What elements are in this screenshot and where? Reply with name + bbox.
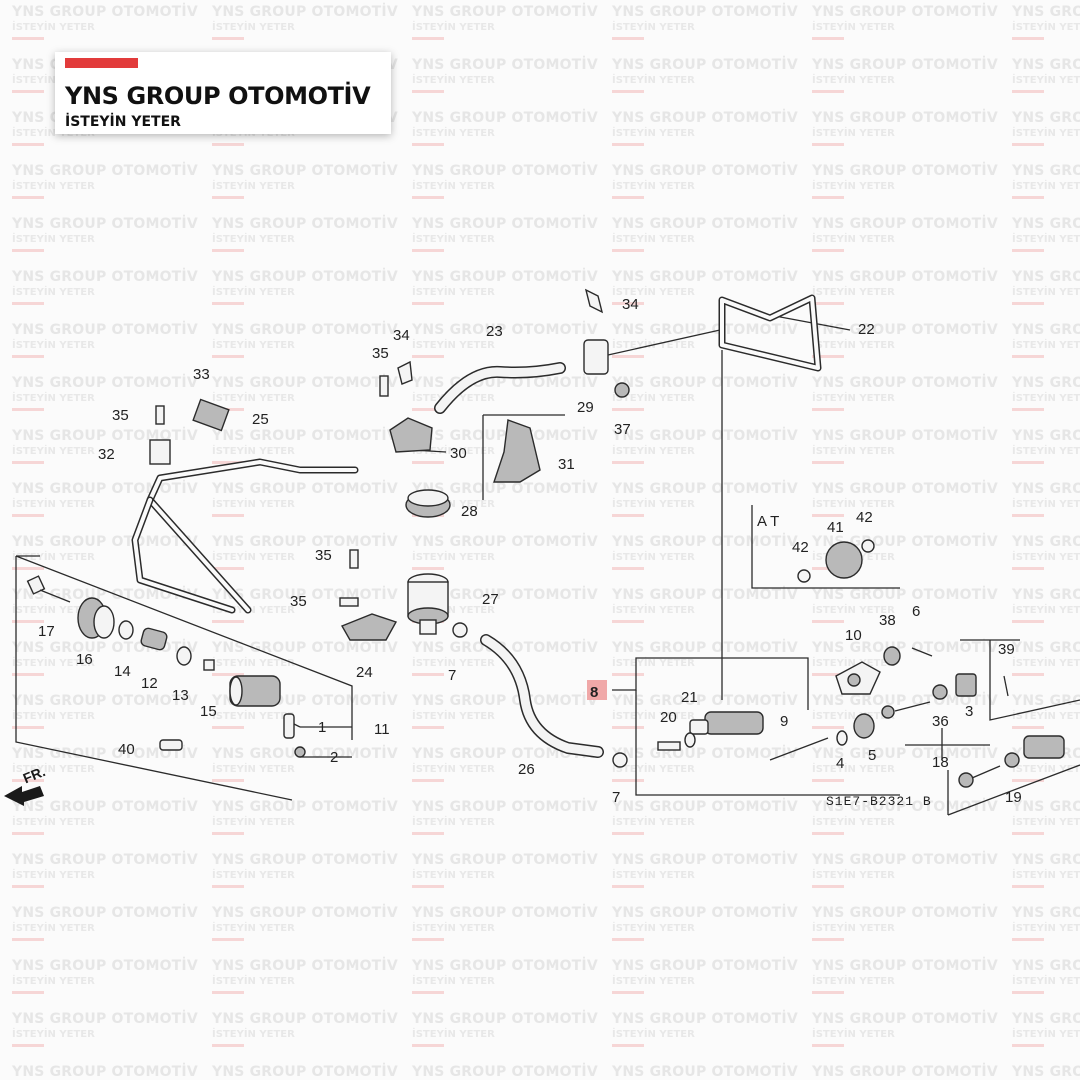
callout-label-29: 29 bbox=[577, 399, 594, 416]
callout-label-7a: 7 bbox=[448, 667, 456, 684]
brand-name: YNS GROUP OTOMOTİV bbox=[65, 82, 371, 110]
highlight-8 bbox=[587, 680, 607, 700]
brand-accent-bar bbox=[65, 58, 138, 68]
brake-pipes bbox=[131, 294, 822, 758]
callout-label-3: 3 bbox=[965, 703, 973, 720]
callout-label-35d: 35 bbox=[290, 593, 307, 610]
callout-label-12: 12 bbox=[141, 675, 158, 692]
brand-card: YNS GROUP OTOMOTİV İSTEYİN YETER bbox=[55, 52, 391, 134]
callout-label-34b: 34 bbox=[622, 296, 639, 313]
callout-label-11: 11 bbox=[374, 721, 390, 738]
callout-label-20: 20 bbox=[660, 709, 677, 726]
callout-label-17: 17 bbox=[38, 623, 55, 640]
callout-label-6: 6 bbox=[912, 603, 920, 620]
callout-label-14: 14 bbox=[114, 663, 131, 680]
callout-label-8: 8 bbox=[590, 684, 598, 701]
callout-label-4: 4 bbox=[836, 755, 844, 772]
callout-label-42a: 42 bbox=[856, 509, 873, 526]
callout-label-36: 36 bbox=[932, 713, 949, 730]
callout-label-9: 9 bbox=[780, 713, 788, 730]
callout-label-22: 22 bbox=[858, 321, 875, 338]
callout-label-35b: 35 bbox=[112, 407, 129, 424]
front-arrow-icon bbox=[4, 786, 44, 806]
at-label: A T bbox=[757, 513, 779, 530]
callout-label-16: 16 bbox=[76, 651, 93, 668]
callout-label-15: 15 bbox=[200, 703, 217, 720]
callout-label-33: 33 bbox=[193, 366, 210, 383]
reference-marks: A T S1E7-B2321 B FR. bbox=[21, 513, 932, 809]
callout-label-24: 24 bbox=[356, 664, 373, 681]
callout-label-13: 13 bbox=[172, 687, 189, 704]
callout-label-30: 30 bbox=[450, 445, 467, 462]
callout-label-19: 19 bbox=[1005, 789, 1022, 806]
brand-tagline: İSTEYİN YETER bbox=[65, 114, 181, 130]
callout-label-25: 25 bbox=[252, 411, 269, 428]
callout-label-34a: 34 bbox=[393, 327, 410, 344]
callout-label-2: 2 bbox=[330, 749, 338, 766]
callout-label-5: 5 bbox=[868, 747, 876, 764]
callout-label-42b: 42 bbox=[792, 539, 809, 556]
callout-label-10: 10 bbox=[845, 627, 862, 644]
callout-label-1: 1 bbox=[318, 719, 326, 736]
callout-label-23: 23 bbox=[486, 323, 503, 340]
front-label: FR. bbox=[21, 763, 48, 786]
callout-label-39: 39 bbox=[998, 641, 1015, 658]
callout-label-41: 41 bbox=[827, 519, 844, 536]
callout-label-28: 28 bbox=[461, 503, 478, 520]
callout-label-35a: 35 bbox=[372, 345, 389, 362]
callout-label-26: 26 bbox=[518, 761, 535, 778]
callout-label-37: 37 bbox=[614, 421, 631, 438]
callout-label-7b: 7 bbox=[612, 789, 620, 806]
callout-label-40: 40 bbox=[118, 741, 135, 758]
callout-label-38: 38 bbox=[879, 612, 896, 629]
callout-label-21: 21 bbox=[681, 689, 698, 706]
callout-label-32: 32 bbox=[98, 446, 115, 463]
parts bbox=[4, 288, 1065, 806]
diagram-code: S1E7-B2321 B bbox=[826, 794, 932, 809]
callout-label-27: 27 bbox=[482, 591, 499, 608]
callout-label-31: 31 bbox=[558, 456, 575, 473]
callout-label-18: 18 bbox=[932, 754, 949, 771]
callout-label-35c: 35 bbox=[315, 547, 332, 564]
